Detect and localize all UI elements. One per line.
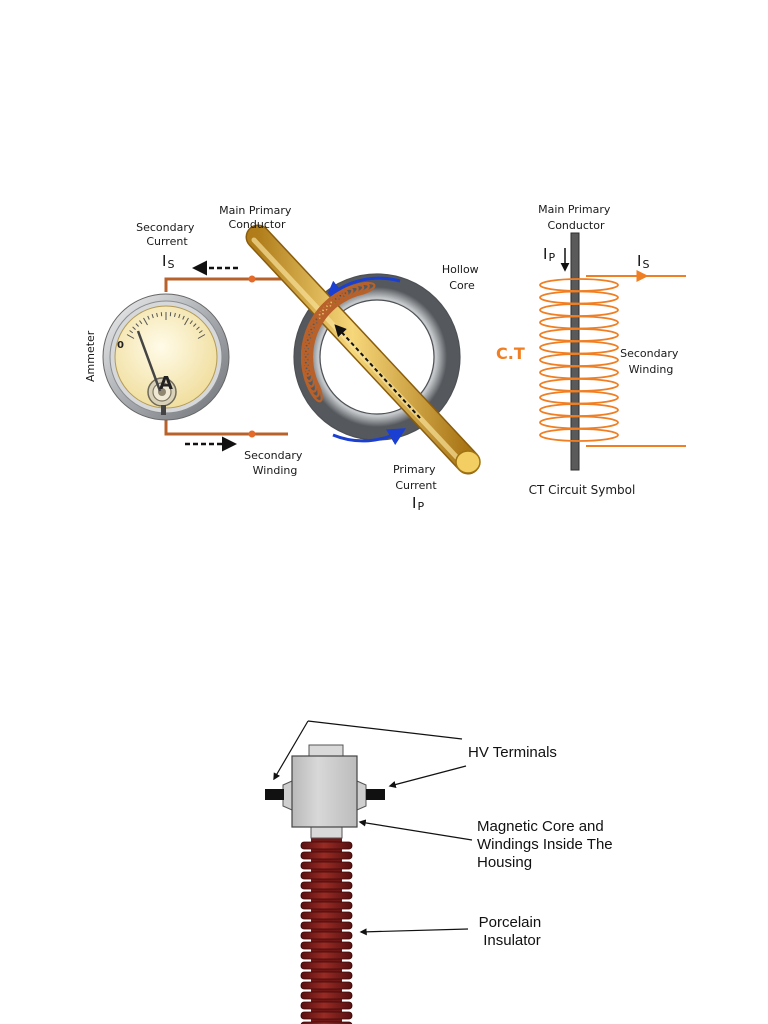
left-hv-terminal — [265, 789, 284, 800]
main-primary-conductor-label: Main Primary Conductor — [219, 204, 295, 231]
symbol-is-label: IS — [637, 252, 649, 271]
symbol-secondary-winding-label: Secondary Winding — [620, 347, 682, 376]
secondary-lead-bottom — [164, 420, 288, 436]
right-hv-terminal — [366, 789, 385, 800]
secondary-winding-coil — [300, 281, 376, 403]
hollow-core-label: Hollow Core — [442, 263, 482, 292]
porcelain-insulator — [300, 836, 353, 1024]
secondary-lead-top — [164, 277, 292, 292]
ammeter-zero: 0 — [117, 340, 124, 351]
left-bushing — [282, 780, 293, 811]
symbol-ct-label: C.T — [496, 344, 525, 363]
symbol-secondary-winding-coil — [539, 278, 619, 442]
ammeter-scale — [126, 312, 206, 339]
porcelain-insulator-label: Porcelain Insulator — [479, 914, 546, 949]
ammeter-letter: A — [159, 373, 173, 394]
primary-current-label: Primary Current — [393, 463, 439, 492]
symbol-ip-label: IP — [543, 245, 555, 264]
ammeter: A 0 — [102, 293, 230, 421]
ct-physical-diagram: A 0 Main Primary Conductor Secondary Cur… — [84, 204, 482, 513]
flux-arrow-top-icon — [325, 276, 401, 300]
ct-circuit-symbol: Main Primary Conductor IP IS C.T Seconda… — [496, 203, 686, 497]
symbol-main-primary-conductor-label: Main Primary Conductor — [538, 203, 614, 232]
flux-arrow-bottom-icon — [332, 428, 407, 446]
secondary-current-label: Secondary Current — [136, 221, 198, 248]
symbol-primary-conductor-bar — [570, 232, 580, 471]
housing-neck — [310, 825, 343, 839]
secondary-current-symbol: IS — [162, 252, 174, 271]
right-bushing — [356, 780, 367, 811]
symbol-caption: CT Circuit Symbol — [529, 483, 636, 497]
housing-top-cap — [308, 744, 344, 758]
core-windings-label: Magnetic Core and Windings Inside The Ho… — [477, 818, 617, 871]
ammeter-label: Ammeter — [84, 330, 97, 382]
hv-terminals-label: HV Terminals — [468, 744, 557, 761]
secondary-winding-label: Secondary Winding — [244, 449, 306, 477]
primary-current-symbol: IP — [412, 494, 424, 513]
main-primary-conductor-rod — [245, 224, 481, 475]
ammeter-needle — [136, 330, 162, 392]
hv-current-transformer: HV Terminals Magnetic Core and Windings … — [265, 720, 617, 1024]
ct-housing — [291, 755, 358, 828]
